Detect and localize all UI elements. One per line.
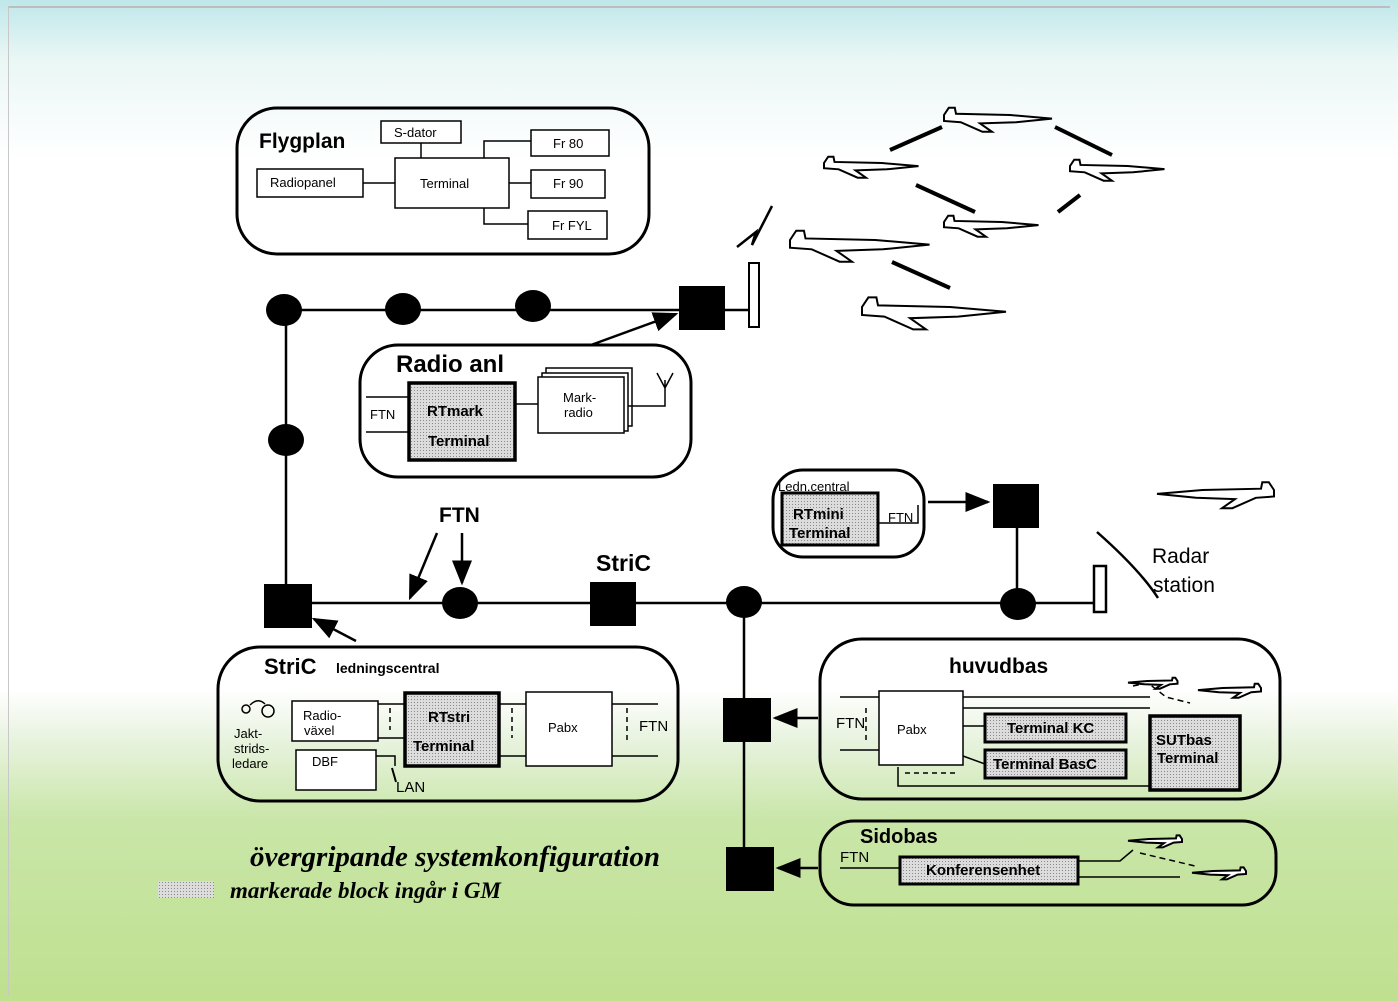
terminal-basc-label: Terminal BasC [993,756,1097,773]
aircraft-icon [943,214,1039,238]
aircraft-icon [860,296,1007,331]
ledn-central-title: Ledn.central [778,479,850,494]
stric-ftn-label: FTN [639,718,669,735]
aircraft-icon [789,229,930,263]
ledn-central-ftn-label: FTN [888,510,914,525]
markradio-label-1: Mark- [563,390,597,405]
terminal-kc-label: Terminal KC [1007,720,1095,737]
terminal-label: Terminal [420,176,470,191]
aircraft-icon [1127,834,1183,849]
stric-lc-subtitle: ledningscentral [336,660,440,676]
sidobas-ftn-label: FTN [840,849,870,866]
aircraft-icon [1156,481,1275,510]
stric-lc-box [216,645,680,803]
aircraft-group [789,106,1275,881]
aircraft-icon [1197,682,1262,699]
huvudbas-box [818,637,1282,801]
stric-lc-title: StriC [264,654,317,679]
fr90-label: Fr 90 [553,176,584,191]
lan-label: LAN [396,779,426,796]
radio-link-symbol [736,205,774,248]
network-stric-label: StriC [596,550,651,576]
network-nodes [266,290,1036,620]
sutbas-label: SUTbas [1156,732,1212,749]
radio-link-icon [891,260,951,290]
radio-anl-box [358,343,693,479]
caption-main: övergripande systemkonfiguration [250,841,661,873]
rtmini-terminal-label: Terminal [789,525,851,542]
network-switches [264,286,1039,891]
rtmini-label: RTmini [793,506,844,523]
aircraft-icon [823,155,919,179]
radiovaxel-label-1: Radio- [303,708,342,723]
sutbas-terminal-label: Terminal [1157,750,1219,767]
radio-link-icon [889,125,943,152]
rtstri-label: RTstri [428,709,471,726]
aircraft-icon [942,106,1053,133]
aircraft-icon [1069,158,1165,182]
fr80-label: Fr 80 [553,136,584,151]
huvudbas-pabx-label: Pabx [897,722,927,737]
dbf-label: DBF [312,754,338,769]
frfyl-label: Fr FYL [552,218,592,233]
radio-anl-title: Radio anl [396,351,505,378]
ledn-central-box [771,468,926,559]
arrows [311,312,991,878]
antenna-mast [748,262,760,328]
jakt-label-3: ledare [232,756,269,771]
flygplan-box [235,106,651,256]
legend-swatch [158,881,214,898]
radio-anl-ftn-label: FTN [370,407,396,422]
stric-pabx-label: Pabx [548,720,578,735]
radar-dish [1092,531,1160,614]
radar-label-2: station [1153,574,1215,597]
konferensenhet-label: Konferensenhet [926,862,1041,879]
s-dator-label: S-dator [394,125,437,140]
rtmark-label: RTmark [427,403,483,420]
rtmark-terminal-label: Terminal [428,433,490,450]
network-ftn-label: FTN [439,504,480,527]
caption-legend: markerade block ingår i GM [230,878,501,903]
huvudbas-ftn-label: FTN [836,715,866,732]
huvudbas-title: huvudbas [949,655,1049,678]
rtstri-terminal-label: Terminal [413,738,475,755]
jakt-label-2: strids- [234,741,270,756]
page-frame [8,6,1390,996]
flygplan-title: Flygplan [259,130,346,153]
markradio-label-2: radio [564,405,593,420]
radio-link-icon [1056,193,1082,214]
radar-label-1: Radar [1152,545,1210,568]
sidobas-box [818,819,1278,907]
radio-link-icon [915,183,976,214]
sidobas-title: Sidobas [860,826,938,848]
jakt-label-1: Jakt- [234,726,263,741]
aircraft-icon [1127,676,1179,690]
aircraft-icon [1191,866,1247,881]
radiovaxel-label-2: växel [304,723,335,738]
radiopanel-label: Radiopanel [270,175,336,190]
radio-link-icon [1054,125,1113,157]
